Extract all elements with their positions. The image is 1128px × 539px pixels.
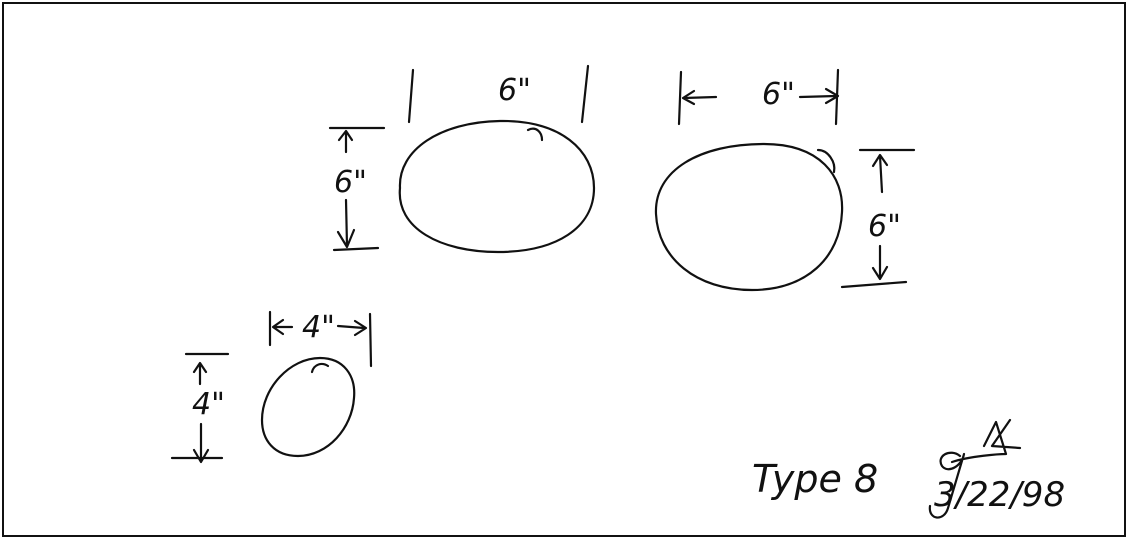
dim-width-tick-left-2: [677, 70, 683, 126]
dim-width-arrow-left-3: [271, 318, 294, 336]
circle-large-left-tail: [526, 127, 544, 142]
dim-height-arrow-down-1: [336, 198, 356, 249]
circle-large-left-group: 6" 6": [328, 64, 596, 254]
dim-height-label-3: 4": [192, 387, 225, 422]
circle-small: [260, 356, 356, 458]
circle-large-right-tail: [816, 148, 836, 174]
dim-width-arrow-right-2: [798, 87, 840, 105]
dim-height-arrow-up-1: [337, 129, 354, 154]
dim-width-tick-right-3: [368, 312, 373, 368]
dim-width-label-1: 6": [498, 73, 531, 108]
circle-large-right-group: 6" 6": [654, 68, 916, 292]
circle-large-right: [654, 142, 844, 292]
dim-height-arrow-down-3: [192, 422, 210, 464]
dim-width-tick-right-2: [834, 68, 840, 126]
dim-width-tick-right-1: [580, 64, 590, 124]
circle-small-tail: [310, 362, 330, 374]
dim-width-arrow-left-2: [681, 89, 718, 106]
dim-height-tick-bottom-2: [840, 280, 908, 289]
dim-width-tick-left-1: [407, 68, 415, 124]
type-label: Type 8: [752, 457, 878, 501]
signature-date: 3/22/98: [934, 475, 1065, 515]
dim-height-arrow-down-2: [871, 244, 889, 281]
dim-width-label-3: 4": [302, 310, 335, 345]
dim-height-arrow-up-2: [871, 153, 889, 194]
dim-height-tick-bottom-1: [332, 246, 380, 252]
dim-width-label-2: 6": [762, 77, 795, 112]
dim-width-arrow-right-3: [336, 319, 368, 337]
circle-large-left: [398, 119, 596, 254]
circle-small-group: 4" 4": [170, 310, 373, 464]
initials-signature: [928, 418, 1022, 519]
dim-height-label-2: 6": [868, 209, 901, 244]
dim-height-label-1: 6": [334, 165, 367, 200]
dim-height-arrow-up-3: [192, 361, 208, 386]
